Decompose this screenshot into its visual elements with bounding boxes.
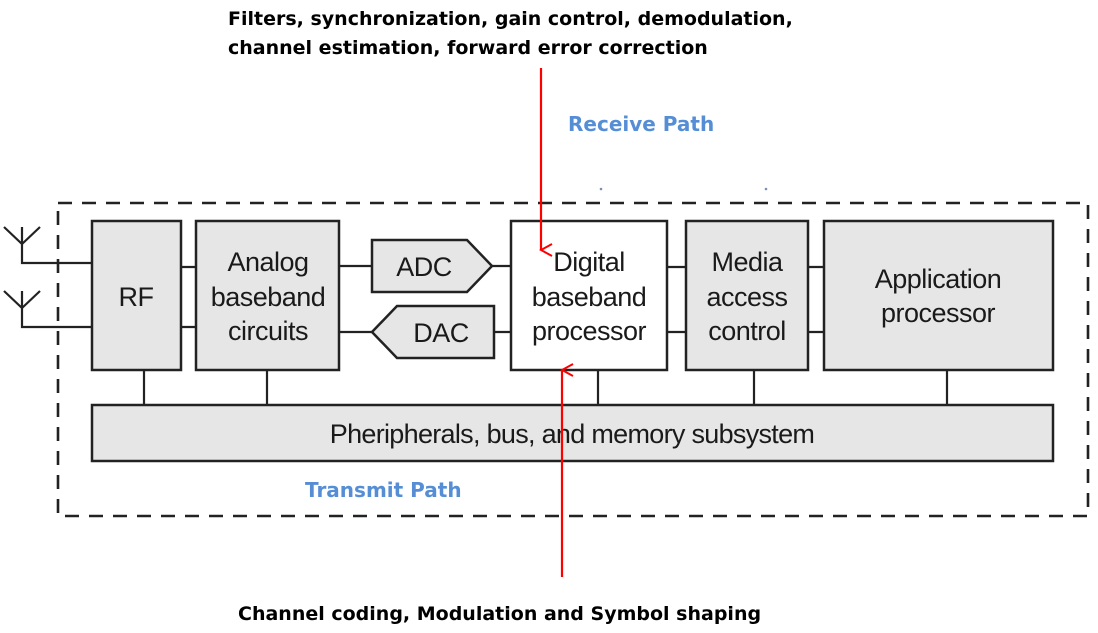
antenna-icon <box>3 226 92 265</box>
analog-label-line1: Analog <box>227 247 308 277</box>
receive-functions-line2: channel estimation, forward error correc… <box>228 37 708 59</box>
antenna-icon <box>3 290 92 329</box>
mac-label-line1: Media <box>711 247 784 277</box>
rf-label: RF <box>119 282 154 312</box>
application-processor-block: Application processor <box>822 219 1055 372</box>
stray-dot <box>764 187 768 191</box>
analog-converter-wires <box>339 264 372 334</box>
rf-analog-wires <box>181 265 196 329</box>
analog-baseband-block: Analog baseband circuits <box>194 219 341 372</box>
mac-label-line2: access <box>706 282 787 312</box>
mac-label-line3: control <box>708 316 786 346</box>
digital-label-line2: baseband <box>532 282 647 312</box>
adc-label: ADC <box>396 252 452 282</box>
chip-boundary <box>56 201 1090 518</box>
dac-block: DAC <box>370 304 496 360</box>
analog-label-line3: circuits <box>228 316 308 346</box>
transmit-path-label: Transmit Path <box>305 478 462 502</box>
app-label-line1: Application <box>875 264 1002 294</box>
bus-block: Pheripherals, bus, and memory subsystem <box>90 403 1055 463</box>
dac-label: DAC <box>413 318 469 348</box>
receive-path-label: Receive Path <box>568 112 714 136</box>
adc-block: ADC <box>370 238 494 294</box>
converter-digital-wires <box>492 264 511 334</box>
stray-dot <box>599 187 603 191</box>
digital-label-line1: Digital <box>553 247 625 277</box>
receive-functions-line1: Filters, synchronization, gain control, … <box>228 8 793 30</box>
bus-connectors <box>142 370 949 405</box>
bus-label: Pheripherals, bus, and memory subsystem <box>330 419 814 449</box>
digital-label-line3: processor <box>532 316 647 346</box>
transmit-functions: Channel coding, Modulation and Symbol sh… <box>238 603 761 625</box>
rf-block: RF <box>90 219 183 372</box>
digital-baseband-block: Digital baseband processor <box>509 219 669 372</box>
analog-label-line2: baseband <box>211 282 326 312</box>
mac-app-wires <box>808 265 824 334</box>
mac-block: Media access control <box>684 219 810 372</box>
digital-mac-wires <box>667 265 686 334</box>
app-label-line2: processor <box>881 298 996 328</box>
